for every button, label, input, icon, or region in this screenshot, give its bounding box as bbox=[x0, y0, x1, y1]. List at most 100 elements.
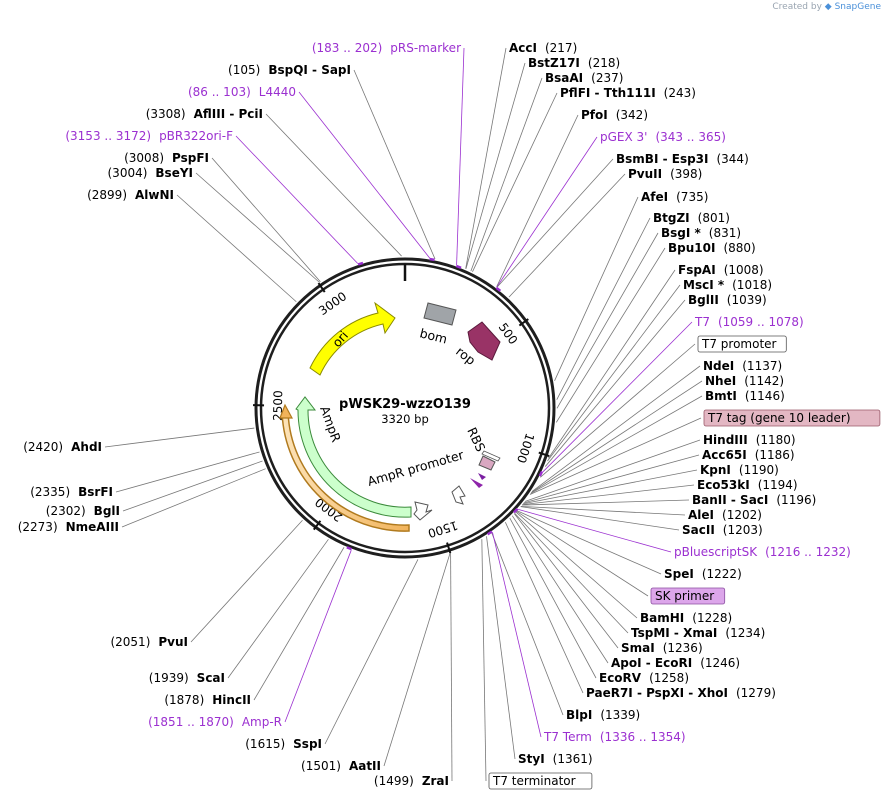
plasmid-name: pWSK29-wzzO139 bbox=[339, 397, 471, 412]
plasmid-length: 3320 bp bbox=[381, 412, 429, 426]
label-text: MscI *(1018) bbox=[683, 278, 772, 292]
label-name: ZraI bbox=[422, 774, 449, 788]
map-label-enzyme[interactable]: (1499)ZraI bbox=[374, 774, 449, 788]
map-label-enzyme[interactable]: ApoI - EcoRI(1246) bbox=[611, 656, 740, 670]
map-label-box[interactable]: T7 terminator bbox=[488, 772, 593, 790]
map-label-enzyme[interactable]: BlpI(1339) bbox=[566, 708, 640, 722]
leader-line bbox=[508, 173, 626, 298]
map-label-enzyme[interactable]: (1878)HincII bbox=[164, 693, 251, 707]
map-label-enzyme[interactable]: (105)BspQI - SapI bbox=[228, 63, 351, 77]
label-position: (2899) bbox=[87, 188, 127, 202]
tick-label: 1000 bbox=[514, 431, 537, 464]
map-label-primer[interactable]: T7 Term(1336 .. 1354) bbox=[543, 730, 686, 744]
leader-line bbox=[516, 510, 649, 597]
leader-line bbox=[522, 484, 695, 506]
map-label-primer[interactable]: T7(1059 .. 1078) bbox=[694, 315, 804, 329]
map-label-enzyme[interactable]: (3308)AflIII - PciI bbox=[146, 107, 263, 121]
map-label-enzyme[interactable]: PfoI(342) bbox=[581, 108, 648, 122]
feature-box bbox=[488, 772, 593, 790]
leader-line bbox=[547, 284, 681, 462]
map-label-enzyme[interactable]: Eco53kI(1194) bbox=[697, 478, 798, 492]
credit-prefix: Created by bbox=[772, 2, 822, 12]
leader-line bbox=[555, 247, 666, 423]
label-text: Acc65I(1186) bbox=[702, 448, 795, 462]
map-label-enzyme[interactable]: PflFI - Tth111I(243) bbox=[560, 86, 696, 100]
map-label-enzyme[interactable]: PaeR7I - PspXI - XhoI(1279) bbox=[586, 686, 776, 700]
map-label-enzyme[interactable]: SpeI(1222) bbox=[664, 567, 742, 581]
map-label-enzyme[interactable]: HindIII(1180) bbox=[703, 433, 796, 447]
leader-group bbox=[104, 47, 703, 782]
tick-label: 1500 bbox=[426, 518, 459, 540]
label-text: TspMI - XmaI(1234) bbox=[631, 626, 765, 640]
map-label-enzyme[interactable]: (1615)SspI bbox=[245, 737, 322, 751]
map-label-enzyme[interactable]: AfeI(735) bbox=[641, 190, 708, 204]
map-label-enzyme[interactable]: PvuII(398) bbox=[628, 167, 702, 181]
map-label-enzyme[interactable]: Acc65I(1186) bbox=[702, 448, 795, 462]
label-text: (2420)AhdI bbox=[23, 440, 102, 454]
leader-line bbox=[121, 468, 266, 528]
map-label-enzyme[interactable]: AccI(217) bbox=[509, 41, 577, 55]
map-label-enzyme[interactable]: SmaI(1236) bbox=[621, 641, 703, 655]
map-label-enzyme[interactable]: BsaAI(237) bbox=[545, 71, 623, 85]
t7-promoter-feature bbox=[481, 450, 501, 462]
map-label-enzyme[interactable]: NdeI(1137) bbox=[703, 359, 782, 373]
label-text: NdeI(1137) bbox=[703, 359, 782, 373]
label-name: HindIII bbox=[703, 433, 748, 447]
map-label-enzyme[interactable]: Bpu10I(880) bbox=[668, 241, 756, 255]
leader-line bbox=[542, 321, 693, 473]
map-label-pinkbox[interactable]: T7 tag (gene 10 leader) bbox=[703, 409, 881, 427]
map-label-primer[interactable]: pBluescriptSK(1216 .. 1232) bbox=[674, 545, 851, 559]
label-position: (1186) bbox=[755, 448, 795, 462]
small-arrow-feature bbox=[451, 485, 466, 505]
map-label-enzyme[interactable]: (3004)BseYI bbox=[108, 166, 194, 180]
map-label-enzyme[interactable]: (2051)PvuI bbox=[110, 635, 188, 649]
map-label-enzyme[interactable]: MscI *(1018) bbox=[683, 278, 772, 292]
map-label-enzyme[interactable]: BanII - SacI(1196) bbox=[692, 493, 816, 507]
label-name: BspQI - SapI bbox=[268, 63, 351, 77]
map-label-enzyme[interactable]: BsgI *(831) bbox=[661, 226, 741, 240]
map-label-enzyme[interactable]: SacII(1203) bbox=[682, 523, 763, 537]
map-label-enzyme[interactable]: EcoRV(1258) bbox=[599, 671, 689, 685]
label-name: pGEX 3' bbox=[600, 130, 647, 144]
tick-label: 3000 bbox=[316, 289, 349, 318]
map-label-enzyme[interactable]: BmtI(1146) bbox=[705, 389, 785, 403]
map-label-purplebox[interactable]: SK primer bbox=[650, 587, 726, 605]
map-label-primer[interactable]: (1851 .. 1870)Amp-R bbox=[148, 715, 282, 729]
map-label-enzyme[interactable]: FspAI(1008) bbox=[678, 263, 764, 277]
map-label-enzyme[interactable]: StyI(1361) bbox=[518, 752, 593, 766]
map-label-enzyme[interactable]: NheI(1142) bbox=[705, 374, 784, 388]
map-label-enzyme[interactable]: (2420)AhdI bbox=[23, 440, 102, 454]
label-position: (2051) bbox=[110, 635, 150, 649]
map-label-enzyme[interactable]: BstZ17I(218) bbox=[528, 56, 620, 70]
map-label-enzyme[interactable]: (2302)BglI bbox=[46, 504, 120, 518]
label-text: StyI(1361) bbox=[518, 752, 593, 766]
map-label-enzyme[interactable]: (3008)PspFI bbox=[124, 151, 209, 165]
map-label-enzyme[interactable]: BtgZI(801) bbox=[653, 211, 730, 225]
map-label-primer[interactable]: (183 .. 202)pRS-marker bbox=[312, 41, 461, 55]
map-label-primer[interactable]: (86 .. 103)L4440 bbox=[188, 85, 296, 99]
label-position: (1336 .. 1354) bbox=[600, 730, 686, 744]
map-label-enzyme[interactable]: BglII(1039) bbox=[688, 293, 767, 307]
map-label-enzyme[interactable]: BsmBI - Esp3I(344) bbox=[616, 152, 749, 166]
map-label-enzyme[interactable]: KpnI(1190) bbox=[700, 463, 779, 477]
map-label-enzyme[interactable]: (2335)BsrFI bbox=[30, 485, 113, 499]
label-text: SpeI(1222) bbox=[664, 567, 742, 581]
map-label-enzyme[interactable]: BamHI(1228) bbox=[640, 611, 732, 625]
label-text: Eco53kI(1194) bbox=[697, 478, 798, 492]
map-label-enzyme[interactable]: (2899)AlwNI bbox=[87, 188, 174, 202]
map-label-enzyme[interactable]: (2273)NmeAIII bbox=[18, 520, 119, 534]
label-text: EcoRV(1258) bbox=[599, 671, 689, 685]
backbone-outer bbox=[254, 257, 556, 559]
label-position: (1939) bbox=[149, 671, 189, 685]
label-text: T7 Term(1336 .. 1354) bbox=[543, 730, 686, 744]
snapgene-credit: Created by ◆ SnapGene bbox=[772, 2, 881, 12]
map-label-enzyme[interactable]: AleI(1202) bbox=[688, 508, 762, 522]
map-label-primer[interactable]: (3153 .. 3172)pBR322ori-F bbox=[65, 129, 233, 143]
label-text: (2335)BsrFI bbox=[30, 485, 113, 499]
map-label-enzyme[interactable]: TspMI - XmaI(1234) bbox=[631, 626, 765, 640]
map-label-enzyme[interactable]: (1939)ScaI bbox=[149, 671, 225, 685]
map-label-enzyme[interactable]: (1501)AatII bbox=[301, 759, 381, 773]
map-label-primer[interactable]: pGEX 3'(343 .. 365) bbox=[600, 130, 726, 144]
map-label-box[interactable]: T7 promoter bbox=[697, 335, 787, 353]
label-text: SmaI(1236) bbox=[621, 641, 703, 655]
